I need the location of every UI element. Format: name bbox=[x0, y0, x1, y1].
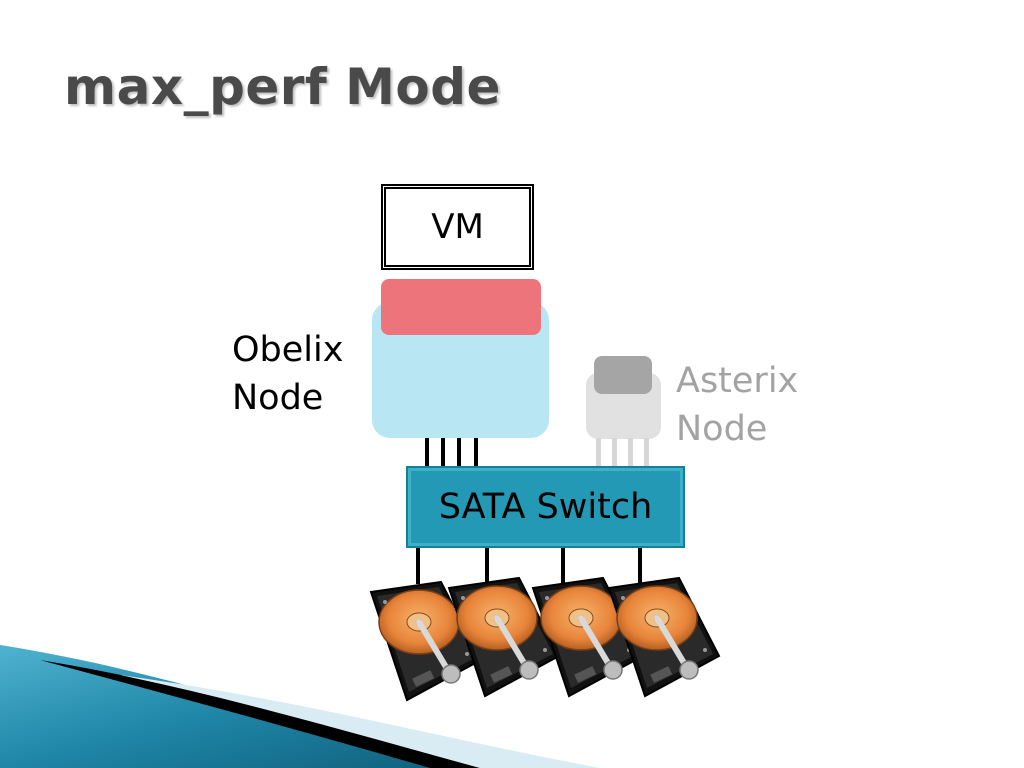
obelix-node-cap bbox=[381, 279, 541, 335]
vm-label: VM bbox=[431, 207, 484, 247]
asterix-link-2 bbox=[612, 438, 617, 468]
asterix-label-line1: Asterix bbox=[676, 361, 799, 401]
disk-link-2 bbox=[485, 548, 489, 584]
asterix-link-3 bbox=[628, 438, 633, 468]
asterix-link-4 bbox=[644, 438, 649, 468]
slide-title: max_perf Mode bbox=[64, 58, 501, 116]
sata-switch: SATA Switch bbox=[406, 466, 685, 548]
vm-box: VM bbox=[381, 184, 534, 270]
disk-link-4 bbox=[638, 548, 642, 584]
disk-link-1 bbox=[416, 548, 420, 584]
asterix-link-1 bbox=[596, 438, 601, 468]
obelix-label-line2: Node bbox=[232, 378, 324, 418]
obelix-link-2 bbox=[441, 438, 445, 468]
asterix-node-cap bbox=[594, 356, 652, 394]
obelix-node-label: Obelix Node bbox=[232, 326, 343, 422]
disk-link-3 bbox=[561, 548, 565, 584]
sata-switch-label: SATA Switch bbox=[438, 487, 653, 527]
obelix-label-line1: Obelix bbox=[232, 330, 344, 370]
asterix-node-label: Asterix Node bbox=[676, 357, 798, 453]
obelix-link-3 bbox=[457, 438, 461, 468]
obelix-link-4 bbox=[474, 438, 478, 468]
obelix-link-1 bbox=[425, 438, 429, 468]
decorative-swoosh bbox=[0, 645, 600, 768]
asterix-label-line2: Node bbox=[676, 409, 768, 449]
